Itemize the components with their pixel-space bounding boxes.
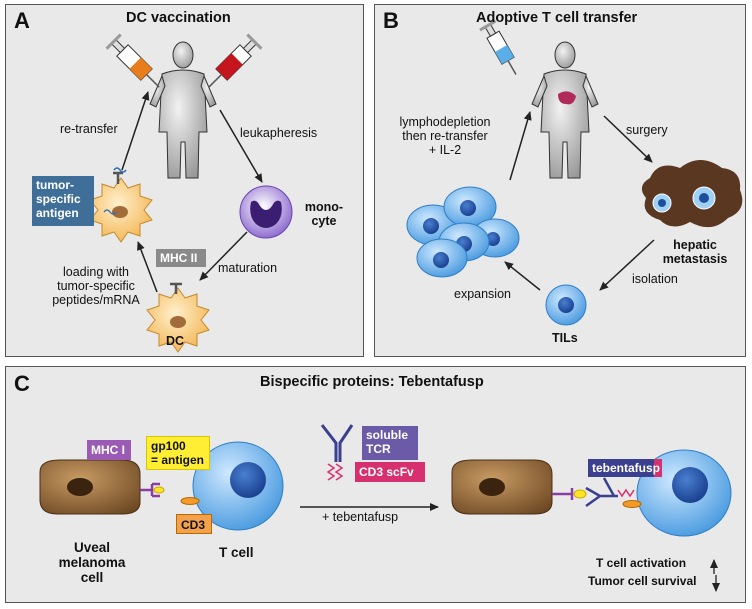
label-expansion: expansion	[454, 287, 511, 301]
til-cell-icon	[545, 284, 587, 326]
mhc1-gp100-complex-icon	[140, 482, 165, 498]
human-figure-icon	[531, 41, 599, 179]
label-re-transfer: re-transfer	[60, 122, 118, 136]
dendritic-cell-antigen-icon	[89, 167, 153, 243]
label-t-cell-activation: T cell activation	[596, 556, 687, 570]
liver-icon	[558, 91, 576, 105]
arrow-leukapheresis	[219, 109, 263, 183]
label-t-cell: T cell	[219, 545, 254, 560]
tebentafusp-label: tebentafusp	[588, 459, 662, 477]
arrow-surgery	[603, 115, 653, 163]
panel-letter: C	[14, 371, 30, 396]
arrow-maturation	[199, 231, 248, 281]
arrow-isolation	[599, 239, 655, 291]
t-cell-icon	[192, 441, 284, 531]
syringe-orange-icon	[105, 33, 160, 88]
panel-letter: B	[383, 8, 399, 33]
cd3-receptor-icon	[622, 500, 642, 508]
arrow-loading	[137, 241, 158, 293]
syringe-blue-icon	[479, 19, 517, 75]
gp100-label: gp100= antigen	[146, 436, 210, 470]
human-figure-icon	[149, 41, 217, 179]
cd3-receptor-icon	[180, 497, 200, 505]
arrow-expansion	[504, 261, 541, 291]
melanoma-cell-icon	[39, 459, 141, 515]
label-dc: DC	[166, 334, 185, 348]
label-tils: TILs	[552, 331, 578, 345]
label-plus-tebentafusp: + tebentafusp	[322, 510, 399, 524]
expanded-t-cells-icon	[406, 186, 520, 278]
dendritic-cell-icon	[146, 282, 210, 353]
arrow-re-transfer	[121, 91, 150, 171]
panel-letter: A	[14, 8, 30, 33]
cd3-scfv-label: CD3 scFv	[355, 462, 425, 482]
melanoma-cell-icon	[451, 459, 553, 515]
label-surgery: surgery	[626, 123, 668, 137]
monocyte-cell-icon	[239, 185, 293, 239]
label-monocyte: mono-cyte	[304, 200, 344, 228]
label-isolation: isolation	[632, 272, 678, 286]
panel-title: Adoptive T cell transfer	[476, 10, 638, 26]
tebentafusp-bound-complex-icon	[552, 477, 635, 508]
hepatic-metastasis-icon	[641, 160, 743, 228]
label-leukapheresis: leukapheresis	[240, 126, 318, 140]
panel-title: Bispecific proteins: Tebentafusp	[260, 374, 484, 390]
syringe-red-icon	[208, 33, 263, 88]
tebentafusp-molecule-icon	[320, 424, 354, 481]
label-tumor-cell-survival: Tumor cell survival	[588, 574, 697, 588]
label-maturation: maturation	[218, 261, 278, 275]
panel-title: DC vaccination	[126, 10, 231, 26]
cd3-label: CD3	[176, 514, 212, 534]
arrow-re-transfer-il2	[509, 111, 532, 181]
mhc1-label: MHC I	[87, 440, 131, 460]
mhc2-label: MHC II	[156, 249, 206, 267]
